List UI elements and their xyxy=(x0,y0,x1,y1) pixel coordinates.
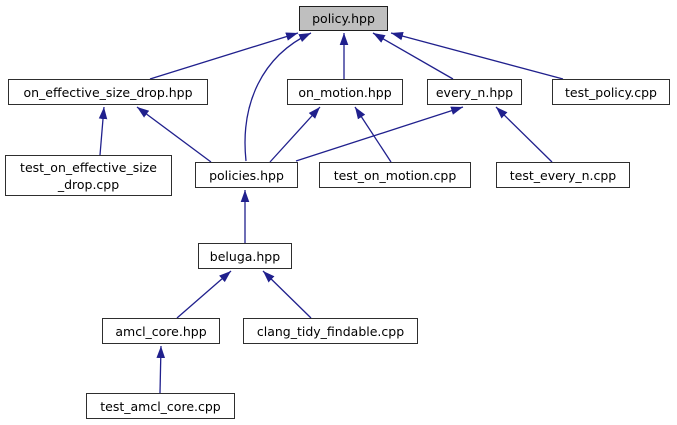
edge-policies-to-on_motion xyxy=(269,106,321,163)
graph-node-test_policy[interactable]: test_policy.cpp xyxy=(552,79,670,105)
edge-test_every_n-to-every_n xyxy=(495,106,553,163)
graph-node-every_n[interactable]: every_n.hpp xyxy=(427,79,522,105)
edge-policies-to-every_n xyxy=(295,106,464,162)
graph-node-policies[interactable]: policies.hpp xyxy=(195,162,298,188)
edge-clang_tidy_findable-to-beluga xyxy=(262,270,312,319)
edge-amcl_core-to-beluga xyxy=(176,270,232,319)
graph-node-amcl_core[interactable]: amcl_core.hpp xyxy=(102,318,220,344)
edge-test_amcl_core-to-amcl_core xyxy=(156,345,166,394)
graph-node-test_on_motion[interactable]: test_on_motion.cpp xyxy=(319,162,471,188)
graph-node-test_every_n[interactable]: test_every_n.cpp xyxy=(496,162,630,188)
edge-every_n-to-policy xyxy=(372,32,454,80)
graph-node-clang_tidy_findable[interactable]: clang_tidy_findable.cpp xyxy=(243,318,418,344)
graph-node-test_amcl_core[interactable]: test_amcl_core.cpp xyxy=(86,393,235,419)
graph-node-policy[interactable]: policy.hpp xyxy=(299,6,388,31)
graph-node-on_effective_size_drop[interactable]: on_effective_size_drop.hpp xyxy=(8,79,208,105)
edge-test_policy-to-policy xyxy=(390,31,564,80)
graph-node-beluga[interactable]: beluga.hpp xyxy=(198,243,292,269)
edge-on_effective_size_drop-to-policy xyxy=(149,32,299,80)
edge-test_on_effective_size_drop-to-on_effective_size_drop xyxy=(98,106,108,156)
edge-test_on_motion-to-on_motion xyxy=(354,106,392,163)
graph-node-on_motion[interactable]: on_motion.hpp xyxy=(287,79,403,105)
graph-node-test_on_effective_size_drop[interactable]: test_on_effective_size _drop.cpp xyxy=(5,155,172,196)
edge-policies-to-on_effective_size_drop xyxy=(136,106,212,163)
